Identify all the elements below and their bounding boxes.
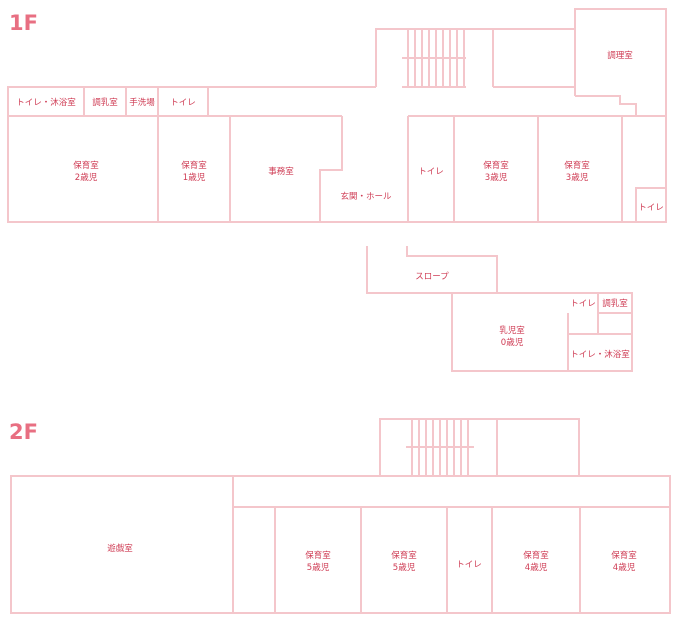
- room-class-5a-title: 保育室: [305, 550, 331, 561]
- room-class-3a-title: 保育室: [483, 160, 509, 171]
- room-entrance-label: 玄関・ホール: [340, 191, 392, 202]
- room-class-1-age: 1歳児: [183, 172, 206, 183]
- room-playroom-label: 遊戯室: [107, 543, 133, 554]
- floor-2f-walls: [10, 418, 671, 614]
- floor-1f-walls: [7, 8, 667, 372]
- room-class-5a-age: 5歳児: [307, 562, 330, 573]
- room-milk-2-label: 調乳室: [602, 298, 628, 309]
- room-milk-1-label: 調乳室: [92, 97, 118, 108]
- room-class-5b-title: 保育室: [391, 550, 417, 561]
- room-office-label: 事務室: [268, 166, 294, 177]
- room-toilet-bath-1-label: トイレ・沐浴室: [16, 97, 76, 108]
- stairs-1f: [402, 29, 466, 88]
- room-class-3a-age: 3歳児: [485, 172, 508, 183]
- room-class-4b-title: 保育室: [611, 550, 637, 561]
- room-class-2-title: 保育室: [73, 160, 99, 171]
- floor-2f-title: 2F: [9, 420, 38, 444]
- room-toilet-4-label: トイレ: [570, 299, 596, 309]
- stairs-2f: [406, 419, 474, 477]
- room-toilet-3-label: トイレ: [638, 203, 664, 213]
- room-class-5b-age: 5歳児: [393, 562, 416, 573]
- room-class-1-title: 保育室: [181, 160, 207, 171]
- room-class-0-age: 0歳児: [501, 337, 524, 348]
- room-toilet-1-label: トイレ: [170, 98, 196, 108]
- room-class-3b-title: 保育室: [564, 160, 590, 171]
- room-class-4b-age: 4歳児: [613, 562, 636, 573]
- room-toilet-5-label: トイレ: [456, 560, 482, 570]
- slope-label: スロープ: [415, 272, 449, 282]
- room-toilet-2-label: トイレ: [418, 167, 444, 177]
- room-class-0-title: 乳児室: [499, 325, 525, 336]
- room-handwash-label: 手洗場: [129, 97, 155, 108]
- room-toilet-bath-2-label: トイレ・沐浴室: [570, 349, 630, 360]
- room-kitchen-label: 調理室: [607, 50, 633, 61]
- room-class-3b-age: 3歳児: [566, 172, 589, 183]
- room-class-2-age: 2歳児: [75, 172, 98, 183]
- floor-1f-title: 1F: [9, 11, 38, 35]
- room-class-4a-title: 保育室: [523, 550, 549, 561]
- room-class-4a-age: 4歳児: [525, 562, 548, 573]
